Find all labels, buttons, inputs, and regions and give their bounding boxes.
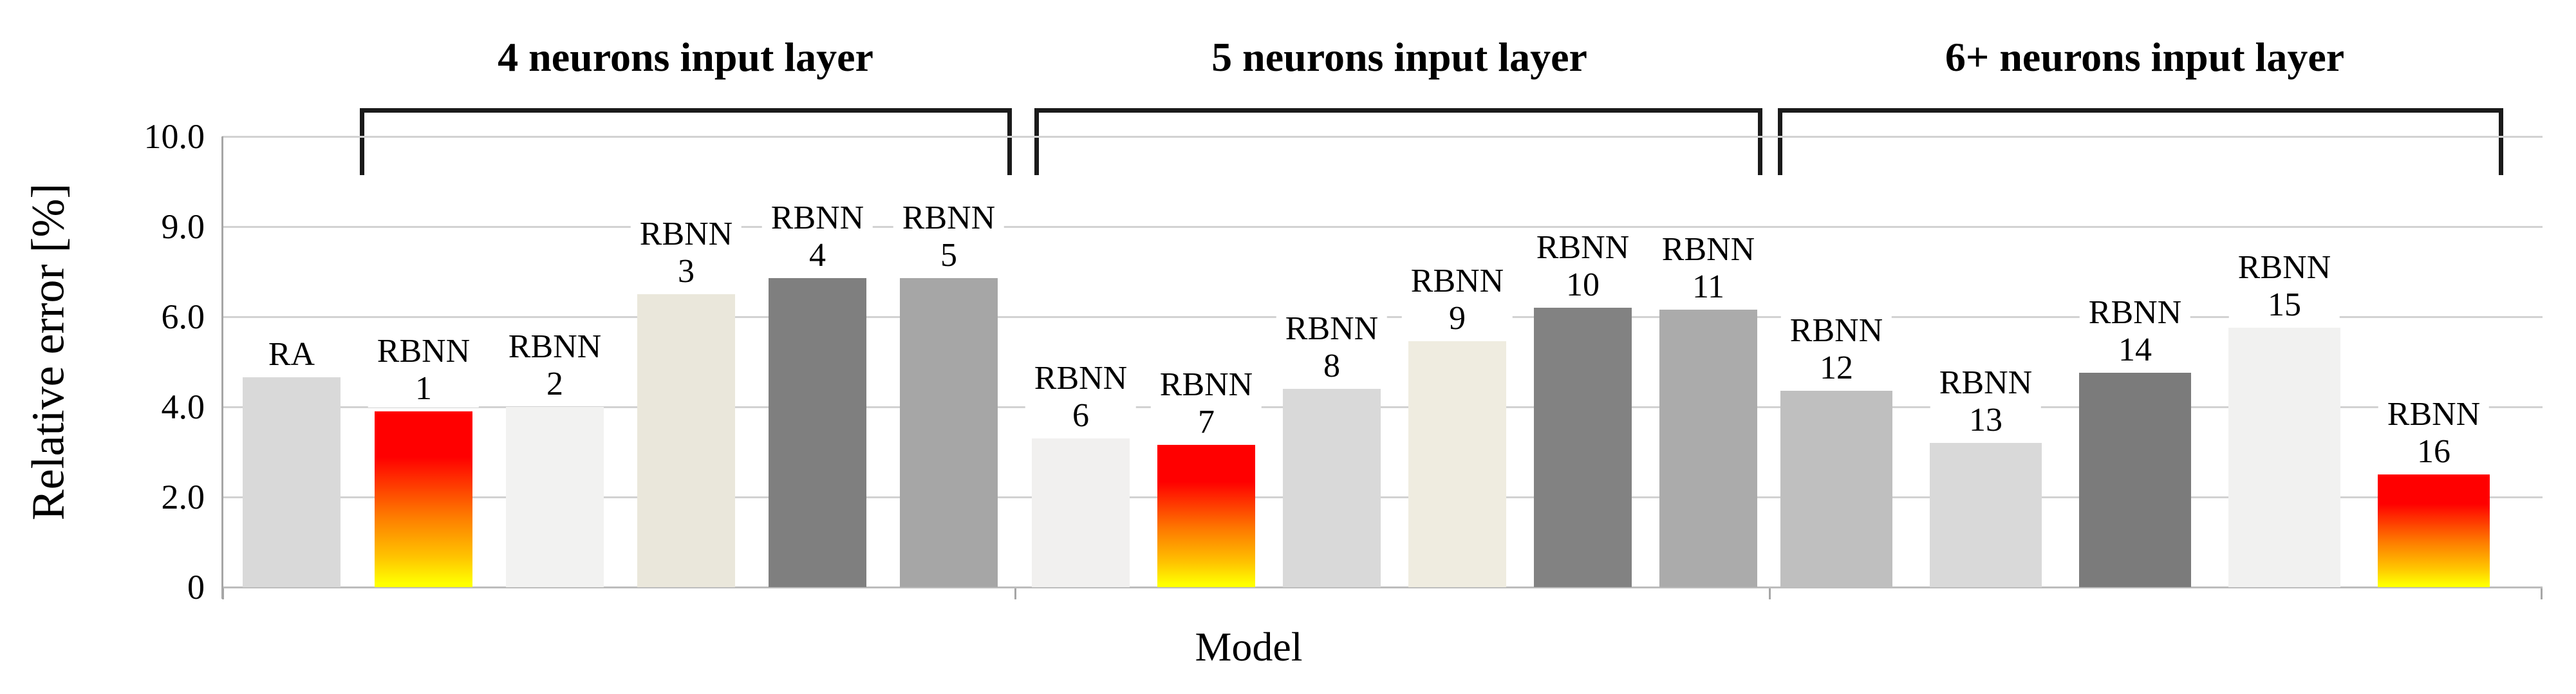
bar-label-line: 11 [1692, 268, 1725, 305]
x-axis-title: Model [1195, 624, 1303, 670]
bar-label-line: RBNN [1410, 263, 1504, 299]
bar-label-line: RBNN [1034, 360, 1128, 397]
bar-label-line: 6 [1072, 397, 1089, 434]
bar-label: RA [259, 336, 324, 373]
bar-rbnn-7 [1157, 445, 1255, 587]
bar-rbnn-2 [506, 407, 604, 587]
bar-label-line: 3 [677, 253, 695, 290]
bracket-left-tick [360, 108, 364, 175]
bar-label-line: 7 [1197, 404, 1215, 440]
category-boundary-tick [222, 588, 224, 599]
bar-label-line: RBNN [1536, 229, 1630, 266]
bar-label-line: RBNN [639, 216, 733, 252]
group-bracket-4-neurons [360, 108, 1012, 175]
bracket-left-tick [1034, 108, 1039, 175]
bracket-right-tick [1007, 108, 1012, 175]
bar-label-line: RBNN [2237, 249, 2331, 286]
y-tick-label: 0 [187, 568, 205, 606]
bar-label-line: 10 [1565, 267, 1600, 303]
category-boundary-tick [1769, 588, 1771, 599]
bar-rbnn-8 [1283, 389, 1381, 587]
bar-rbnn-4 [769, 278, 866, 587]
bar-label-line: RBNN [902, 200, 996, 236]
y-tick-label: 6.0 [161, 297, 205, 336]
bar-label-line: 5 [940, 237, 957, 274]
bar-label-line: 15 [2267, 286, 2301, 323]
bracket-right-tick [2499, 108, 2503, 175]
category-boundary-tick [2541, 588, 2543, 599]
bar-rbnn-12 [1780, 391, 1892, 587]
y-axis-line [221, 136, 223, 599]
bar-label-line: 16 [2416, 433, 2450, 470]
y-gridline [222, 136, 2543, 138]
bar-label-line: RBNN [508, 328, 602, 365]
bar-rbnn-14 [2079, 373, 2191, 587]
group-bracket-6plus-neurons [1778, 108, 2503, 175]
y-gridline [222, 406, 2543, 408]
bar-label-line: RBNN [1159, 366, 1253, 403]
group-title-5-neurons: 5 neurons input layer [1211, 34, 1587, 80]
group-title-6plus-neurons: 6+ neurons input layer [1945, 34, 2345, 80]
y-tick-label: 4.0 [161, 388, 205, 426]
y-tick-label: 10.0 [144, 117, 205, 156]
y-tick-label: 2.0 [161, 478, 205, 516]
bracket-left-tick [1778, 108, 1782, 175]
bar-label-line: RA [268, 336, 315, 373]
bar-rbnn-10 [1534, 308, 1632, 587]
category-boundary-tick [1014, 588, 1016, 599]
bar-rbnn-6 [1032, 438, 1130, 587]
bar-label-line: 1 [415, 370, 432, 407]
bar-rbnn-9 [1408, 341, 1506, 587]
bar-label-line: 2 [546, 366, 563, 402]
bar-label-line: 8 [1323, 348, 1340, 384]
bar-label-line: RBNN [377, 333, 471, 370]
bar-label-line: 13 [1968, 402, 2002, 438]
bar-rbnn-15 [2228, 328, 2340, 587]
y-gridline [222, 226, 2543, 228]
bar-label-line: 14 [2118, 332, 2152, 368]
bar-label-line: RBNN [770, 200, 864, 236]
group-bracket-5-neurons [1034, 108, 1762, 175]
bar-label-line: RBNN [1939, 364, 2033, 401]
bar-label-line: 9 [1448, 300, 1466, 337]
x-axis-line [222, 586, 2543, 588]
bar-ra [243, 377, 341, 587]
y-tick-label: 9.0 [161, 207, 205, 246]
y-gridline [222, 496, 2543, 498]
bar-rbnn-3 [637, 294, 735, 587]
bar-label-line: RBNN [2387, 396, 2481, 433]
bar-label-line: RBNN [1661, 231, 1755, 268]
bar-label-line: RBNN [1789, 312, 1883, 349]
bar-label-line: RBNN [2088, 294, 2182, 331]
bar-label-line: 12 [1819, 350, 1853, 386]
y-axis-title: Relative error [%] [22, 183, 74, 521]
bracket-right-tick [1758, 108, 1762, 175]
bar-rbnn-5 [900, 278, 998, 587]
bar-label-line: 4 [808, 237, 826, 274]
bar-rbnn-13 [1930, 443, 2042, 587]
bar-rbnn-1 [375, 411, 472, 587]
group-title-4-neurons: 4 neurons input layer [498, 34, 873, 80]
bar-rbnn-11 [1659, 310, 1757, 587]
bar-label-line: RBNN [1285, 310, 1379, 347]
bar-rbnn-16 [2378, 474, 2490, 587]
